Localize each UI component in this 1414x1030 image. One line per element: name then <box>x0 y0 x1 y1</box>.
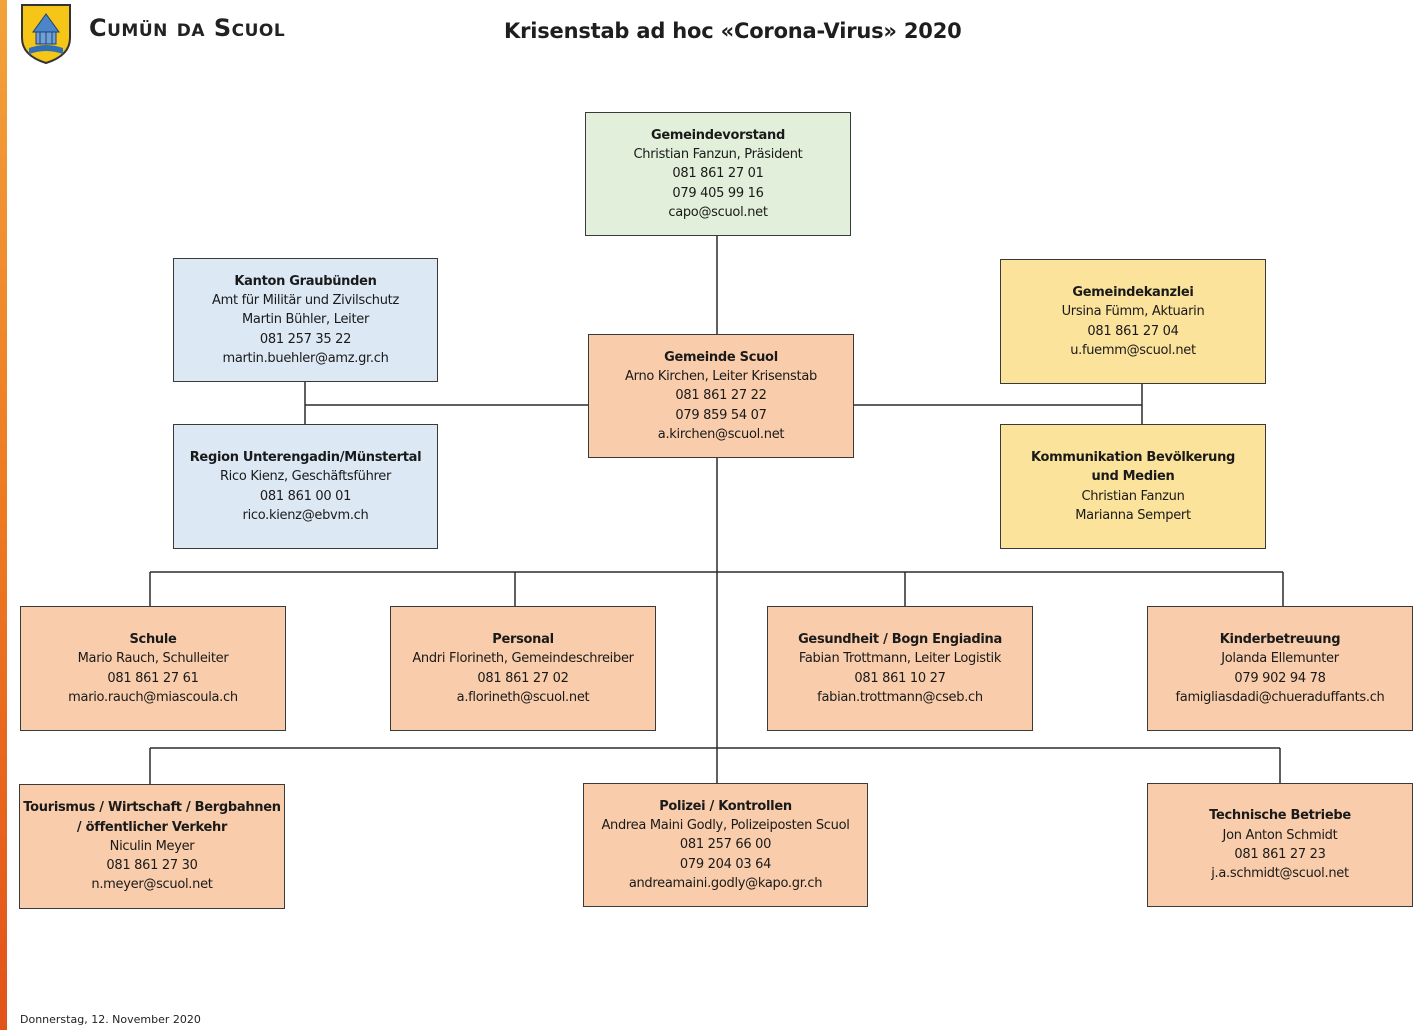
box-title: Tourismus / Wirtschaft / Bergbahnen <box>23 800 281 816</box>
box-tourismus: Tourismus / Wirtschaft / Bergbahnen / öf… <box>19 784 285 909</box>
box-line: Jolanda Ellemunter <box>1221 651 1339 667</box>
box-email: famigliasdadi@chueraduffants.ch <box>1175 689 1385 705</box>
box-email: martin.buehler@amz.gr.ch <box>222 350 389 366</box>
box-line: Marianna Sempert <box>1075 507 1191 523</box>
box-phone: 081 861 27 22 <box>675 388 767 404</box>
box-email: mario.rauch@miascoula.ch <box>68 689 238 705</box>
box-personal: Personal Andri Florineth, Gemeindeschrei… <box>390 606 656 731</box>
box-title: Region Unterengadin/Münstertal <box>189 449 422 465</box>
box-title: und Medien <box>1091 469 1175 485</box>
box-phone: 079 204 03 64 <box>679 856 772 872</box>
box-polizei: Polizei / Kontrollen Andrea Maini Godly,… <box>583 783 868 907</box>
footer-date: Donnerstag, 12. November 2020 <box>20 1013 201 1026</box>
box-title: Polizei / Kontrollen <box>659 798 792 814</box>
box-phone: 081 861 27 02 <box>477 670 569 686</box>
box-title: Technische Betriebe <box>1209 808 1351 824</box>
box-email: j.a.schmidt@scuol.net <box>1211 866 1349 882</box>
box-gemeindekanzlei: Gemeindekanzlei Ursina Fümm, Aktuarin 08… <box>1000 259 1266 384</box>
box-line: Mario Rauch, Schulleiter <box>77 651 229 667</box>
box-line: Arno Kirchen, Leiter Krisenstab <box>625 369 817 385</box>
box-title: Gemeindekanzlei <box>1072 284 1194 300</box>
box-title: Gemeindevorstand <box>651 127 785 143</box>
box-email: rico.kienz@ebvm.ch <box>242 507 369 523</box>
box-line: Amt für Militär und Zivilschutz <box>212 293 399 309</box>
box-phone: 081 861 00 01 <box>259 488 352 504</box>
box-technische-betriebe: Technische Betriebe Jon Anton Schmidt 08… <box>1147 783 1413 907</box>
organization-name: Cumün da Scuol <box>89 14 286 42</box>
box-phone: 081 257 35 22 <box>259 331 352 347</box>
box-phone: 079 405 99 16 <box>672 185 764 201</box>
box-schule: Schule Mario Rauch, Schulleiter 081 861 … <box>20 606 286 731</box>
box-line: Christian Fanzun, Präsident <box>633 147 803 163</box>
box-email: andreamaini.godly@kapo.gr.ch <box>628 875 823 891</box>
box-email: n.meyer@scuol.net <box>91 877 213 893</box>
box-email: a.kirchen@scuol.net <box>657 426 785 442</box>
box-title: Personal <box>492 631 554 647</box>
box-region-unterengadin: Region Unterengadin/Münstertal Rico Kien… <box>173 424 438 549</box>
box-phone: 079 859 54 07 <box>675 407 767 423</box>
box-line: Andrea Maini Godly, Polizeiposten Scuol <box>601 818 850 834</box>
box-title: Kommunikation Bevölkerung <box>1030 449 1236 465</box>
box-kinderbetreuung: Kinderbetreuung Jolanda Ellemunter 079 9… <box>1147 606 1413 731</box>
page-title: Krisenstab ad hoc «Corona-Virus» 2020 <box>504 19 962 43</box>
box-line: Rico Kienz, Geschäftsführer <box>219 469 392 485</box>
box-phone: 081 861 27 01 <box>672 166 764 182</box>
box-kommunikation: Kommunikation Bevölkerung und Medien Chr… <box>1000 424 1266 549</box>
box-line: Jon Anton Schmidt <box>1222 827 1338 843</box>
coat-of-arms-icon <box>21 4 71 64</box>
box-line: Niculin Meyer <box>109 838 195 854</box>
box-email: fabian.trottmann@cseb.ch <box>817 689 983 705</box>
box-line: Christian Fanzun <box>1081 488 1185 504</box>
box-title: Kinderbetreuung <box>1219 631 1341 647</box>
box-email: u.fuemm@scuol.net <box>1070 342 1196 358</box>
box-phone: 081 861 27 23 <box>1234 847 1326 862</box>
accent-side-bar <box>0 0 7 1030</box>
box-phone: 081 257 66 00 <box>679 837 772 853</box>
box-title: / öffentlicher Verkehr <box>76 819 228 835</box>
box-line: Martin Bühler, Leiter <box>242 312 369 328</box>
box-gemeinde-scuol: Gemeinde Scuol Arno Kirchen, Leiter Kris… <box>588 334 854 458</box>
box-title: Schule <box>129 631 177 647</box>
box-kanton-graubuenden: Kanton Graubünden Amt für Militär und Zi… <box>173 258 438 382</box>
box-gesundheit: Gesundheit / Bogn Engiadina Fabian Trott… <box>767 606 1033 731</box>
box-email: a.florineth@scuol.net <box>456 689 590 705</box>
box-line: Ursina Fümm, Aktuarin <box>1061 304 1205 320</box>
box-phone: 081 861 27 04 <box>1087 323 1179 339</box>
box-line: Fabian Trottmann, Leiter Logistik <box>798 651 1002 667</box>
box-line: Andri Florineth, Gemeindeschreiber <box>412 651 634 667</box>
box-phone: 081 861 27 30 <box>106 858 198 874</box>
box-title: Kanton Graubünden <box>234 273 377 289</box>
box-gemeindevorstand: Gemeindevorstand Christian Fanzun, Präsi… <box>585 112 851 236</box>
box-phone: 081 861 27 61 <box>107 670 199 686</box>
box-title: Gesundheit / Bogn Engiadina <box>798 631 1002 647</box>
box-email: capo@scuol.net <box>668 204 768 220</box>
box-phone: 079 902 94 78 <box>1234 670 1326 686</box>
box-phone: 081 861 10 27 <box>854 670 946 686</box>
box-title: Gemeinde Scuol <box>664 349 778 365</box>
